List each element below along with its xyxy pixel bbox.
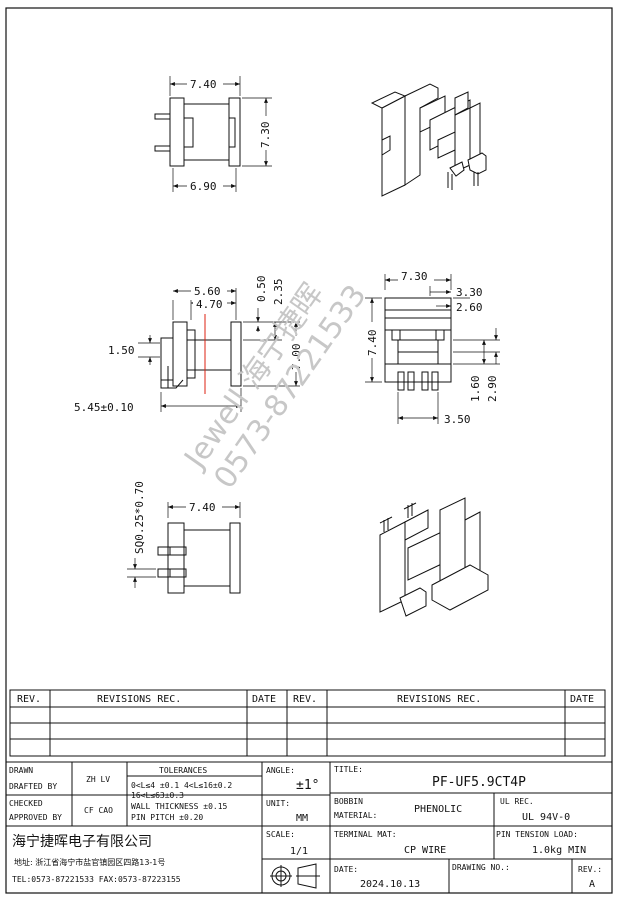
dim-front-235: 2.35 — [272, 279, 285, 306]
title-block — [5, 761, 613, 894]
material-value: PHENOLIC — [414, 804, 462, 815]
dim-side-260: 2.60 — [456, 301, 483, 314]
approved-value: CF CAO — [84, 806, 113, 815]
dim-front-560: 5.60 — [194, 285, 221, 298]
company-address: 地址: 浙江省海宁市盐官镇园区四路13-1号 — [14, 857, 165, 867]
rev-header-rev-1: REV. — [17, 694, 41, 705]
dim-side-290: 2.90 — [486, 376, 499, 403]
tolerance-line-4: PIN PITCH ±0.20 — [131, 813, 203, 822]
material-label: MATERIAL: — [334, 811, 377, 820]
scale-label: SCALE: — [266, 830, 295, 839]
rev-header-date-2: DATE — [570, 694, 594, 705]
dim-front-545: 5.45±0.10 — [74, 401, 134, 414]
dim-front-700: 7.00 — [290, 344, 303, 371]
tolerance-line-1: 0<L≤4 ±0.1 4<L≤16±0.2 — [131, 781, 232, 790]
dim-front-050: 0.50 — [255, 276, 268, 303]
date-label: DATE: — [334, 865, 358, 874]
ul-rec-label: UL REC. — [500, 797, 534, 806]
ul-rec-value: UL 94V-0 — [522, 812, 570, 823]
dim-front-470: 4.70 — [196, 298, 223, 311]
approved-label: APPROVED BY — [9, 813, 62, 822]
angle-label: ANGLE: — [266, 766, 295, 775]
dim-pin-size: SQ0.25*0.70 — [133, 481, 146, 554]
tolerance-line-2: 16<L≤63±0.3 — [131, 791, 184, 800]
dim-side-160: 1.60 — [469, 376, 482, 403]
unit-value: MM — [296, 813, 308, 824]
rev-header-date-1: DATE — [252, 694, 276, 705]
drawn-label: DRAWN — [9, 766, 33, 775]
dim-side-730: 7.30 — [401, 270, 428, 283]
rev-value: A — [589, 879, 595, 890]
bottom-view — [127, 502, 241, 594]
unit-label: UNIT: — [266, 799, 290, 808]
company-name: 海宁捷晖电子有限公司 — [12, 833, 152, 850]
company-contact: TEL:0573-87221533 FAX:0573-87223155 — [12, 875, 181, 884]
title-label: TITLE: — [334, 765, 363, 774]
checked-label: CHECKED — [9, 799, 43, 808]
sheet-border — [5, 7, 613, 894]
isometric-view-bottom — [379, 497, 489, 617]
tolerance-line-3: WALL THICKNESS ±0.15 — [131, 802, 228, 811]
rev-label: REV.: — [578, 865, 602, 874]
terminal-value: CP WIRE — [404, 845, 446, 856]
pin-tension-value: 1.0kg MIN — [532, 845, 586, 856]
date-value: 2024.10.13 — [360, 879, 420, 890]
terminal-label: TERMINAL MAT: — [334, 830, 397, 839]
scale-value: 1/1 — [290, 846, 308, 857]
dim-top-width: 7.40 — [190, 78, 217, 91]
drafted-value: ZH LV — [86, 775, 110, 784]
top-view — [154, 76, 272, 192]
dim-side-740: 7.40 — [366, 330, 379, 357]
dim-top-height: 7.30 — [259, 122, 272, 149]
pin-tension-label: PIN TENSION LOAD: — [496, 830, 578, 839]
bobbin-label: BOBBIN — [334, 797, 363, 806]
dim-side-350: 3.50 — [444, 413, 471, 426]
rev-header-revisions-2: REVISIONS REC. — [397, 694, 481, 705]
dim-front-150: 1.50 — [108, 344, 135, 357]
isometric-view-top — [370, 83, 487, 197]
dim-top-bottom-width: 6.90 — [190, 180, 217, 193]
revision-table — [9, 689, 606, 757]
tolerances-label: TOLERANCES — [159, 766, 207, 775]
rev-header-rev-2: REV. — [293, 694, 317, 705]
side-view — [365, 274, 500, 424]
drafted-label: DRAFTED BY — [9, 782, 57, 791]
dim-bottom-width: 7.40 — [189, 501, 216, 514]
drawing-no-label: DRAWING NO.: — [452, 863, 510, 872]
angle-value: ±1° — [296, 778, 319, 793]
dim-side-330: 3.30 — [456, 286, 483, 299]
rev-header-revisions-1: REVISIONS REC. — [97, 694, 181, 705]
title-value: PF-UF5.9CT4P — [432, 775, 526, 790]
